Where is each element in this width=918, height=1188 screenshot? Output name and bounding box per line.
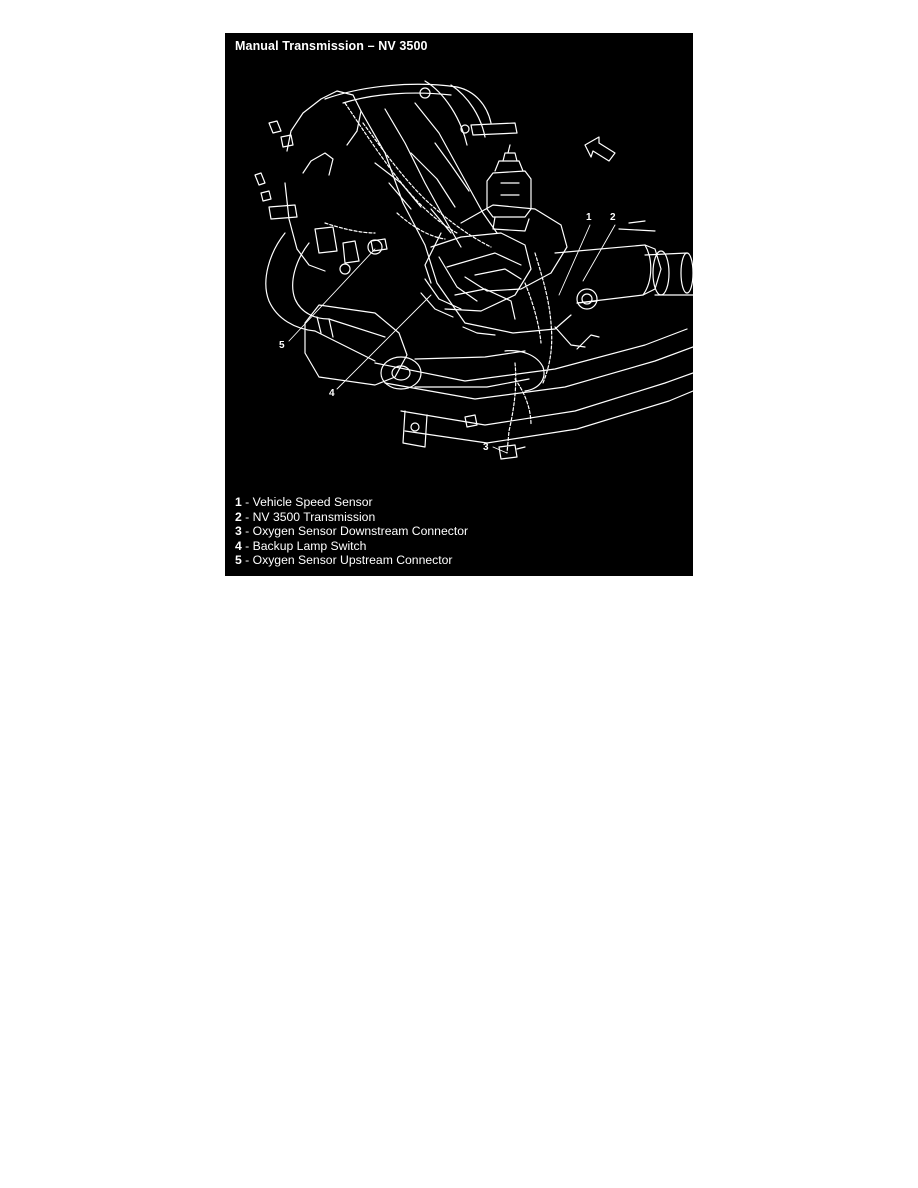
upstream-connector [370, 238, 388, 252]
legend-text: Backup Lamp Switch [252, 538, 367, 553]
legend-sep: - [241, 553, 253, 568]
direction-arrow-icon [584, 136, 616, 162]
frame-crossmember [374, 326, 693, 448]
callout-leaders [288, 224, 616, 454]
shift-tower [486, 144, 532, 232]
legend-sep: - [241, 538, 253, 553]
transmission-line-drawing [254, 80, 693, 460]
legend-sep: - [241, 495, 253, 509]
legend-text: Oxygen Sensor Upstream Connector [252, 553, 453, 568]
transmission-case [360, 102, 572, 336]
legend-text: Vehicle Speed Sensor [252, 495, 373, 509]
transmission-figure: Manual Transmission – NV 3500 [225, 33, 693, 576]
legend-text: Oxygen Sensor Downstream Connector [252, 524, 469, 539]
callout-3: 3 [483, 442, 489, 453]
legend-item: 3 - Oxygen Sensor Downstream Connector [235, 524, 468, 539]
legend-item: 1 - Vehicle Speed Sensor [235, 495, 468, 510]
callout-1: 1 [586, 212, 592, 223]
engine-block [254, 90, 383, 275]
callout-2: 2 [610, 212, 616, 223]
callout-5: 5 [279, 340, 285, 351]
legend-item: 2 - NV 3500 Transmission [235, 510, 468, 525]
legend-num: 5 [235, 553, 242, 568]
figure-title: Manual Transmission – NV 3500 [235, 39, 428, 53]
legend-item: 5 - Oxygen Sensor Upstream Connector [235, 553, 468, 568]
legend: 1 - Vehicle Speed Sensor 2 - NV 3500 Tra… [235, 495, 468, 568]
legend-text: NV 3500 Transmission [252, 509, 376, 524]
exhaust-system [265, 232, 545, 392]
bell-housing [324, 80, 518, 146]
wiring-harness [324, 102, 553, 454]
callout-4: 4 [329, 388, 335, 399]
legend-num: 4 [235, 538, 242, 553]
legend-sep: - [241, 524, 253, 539]
driveshaft [554, 220, 693, 310]
legend-num: 1 [235, 495, 242, 509]
downstream-connector [464, 414, 526, 460]
legend-sep: - [241, 509, 253, 524]
legend-item: 4 - Backup Lamp Switch [235, 539, 468, 554]
legend-num: 2 [235, 509, 242, 524]
legend-num: 3 [235, 524, 242, 539]
